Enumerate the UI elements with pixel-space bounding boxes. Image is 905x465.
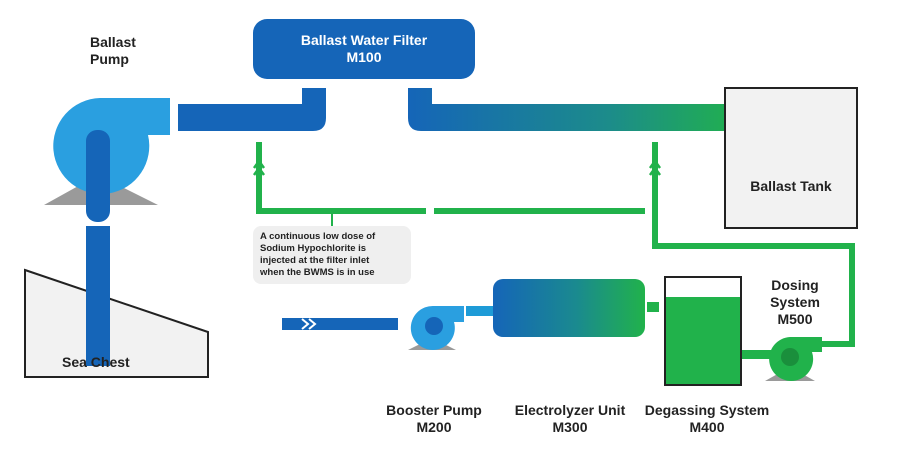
ballast-pump-icon [44,98,170,222]
injection-arrow-icon [252,158,662,176]
ballast-pump-label-line2: Pump [90,51,129,67]
filter-name: Ballast Water Filter [300,32,428,48]
filter-outlet-pipe [408,88,744,131]
ballast-water-filter [253,19,475,79]
dosing-label-line1: Dosing [771,277,819,293]
flow-arrow-icon [301,318,317,330]
booster-label-name: Booster Pump [386,402,482,418]
booster-inlet-pipe [282,318,398,330]
booster-label-code: M200 [416,419,452,435]
degassing-inlet-pipe [647,302,659,312]
booster-pump-icon [408,305,464,350]
dosing-system-label: Dosing System M500 [755,277,835,328]
electrolyzer-inlet-pipe [466,306,493,316]
booster-pump-label: Booster Pump M200 [372,402,496,436]
ballast-pump-label: Ballast Pump [90,34,136,68]
electrolyzer-label-name: Electrolyzer Unit [514,402,626,418]
ballast-tank-shape [724,87,858,229]
dosing-label-line2: System [770,294,820,310]
electrolyzer-label-code: M300 [552,419,588,435]
electrolyzer-label: Electrolyzer Unit M300 [500,402,640,436]
filter-inlet-pipe [178,88,326,131]
note-line-3: injected at the filter inlet [260,255,370,266]
degassing-label: Degassing System M400 [636,402,778,436]
filter-label: Ballast Water Filter M100 [253,32,475,66]
electrolyzer-unit-shape [493,279,645,337]
ballast-pump-label-line1: Ballast [90,34,136,50]
intake-pipe [86,226,110,366]
degassing-label-code: M400 [689,419,725,435]
dosing-label-code: M500 [777,311,813,327]
dosing-pump-icon [765,337,822,381]
ballast-tank-label: Ballast Tank [750,178,832,194]
note-line-2: Sodium Hypochlorite is [260,243,367,254]
degassing-label-name: Degassing System [644,402,770,418]
note-line-4: when the BWMS is in use [260,267,375,278]
dosing-inlet-pipe [742,350,772,359]
filter-code: M100 [346,49,382,65]
note-line-1: A continuous low dose of [260,231,376,242]
injection-note: A continuous low dose of Sodium Hypochlo… [253,226,411,284]
degassing-tank-shape [664,276,742,386]
dosing-line [256,142,855,347]
sea-chest-label: Sea Chest [62,354,130,370]
sea-chest-shape [24,268,209,378]
